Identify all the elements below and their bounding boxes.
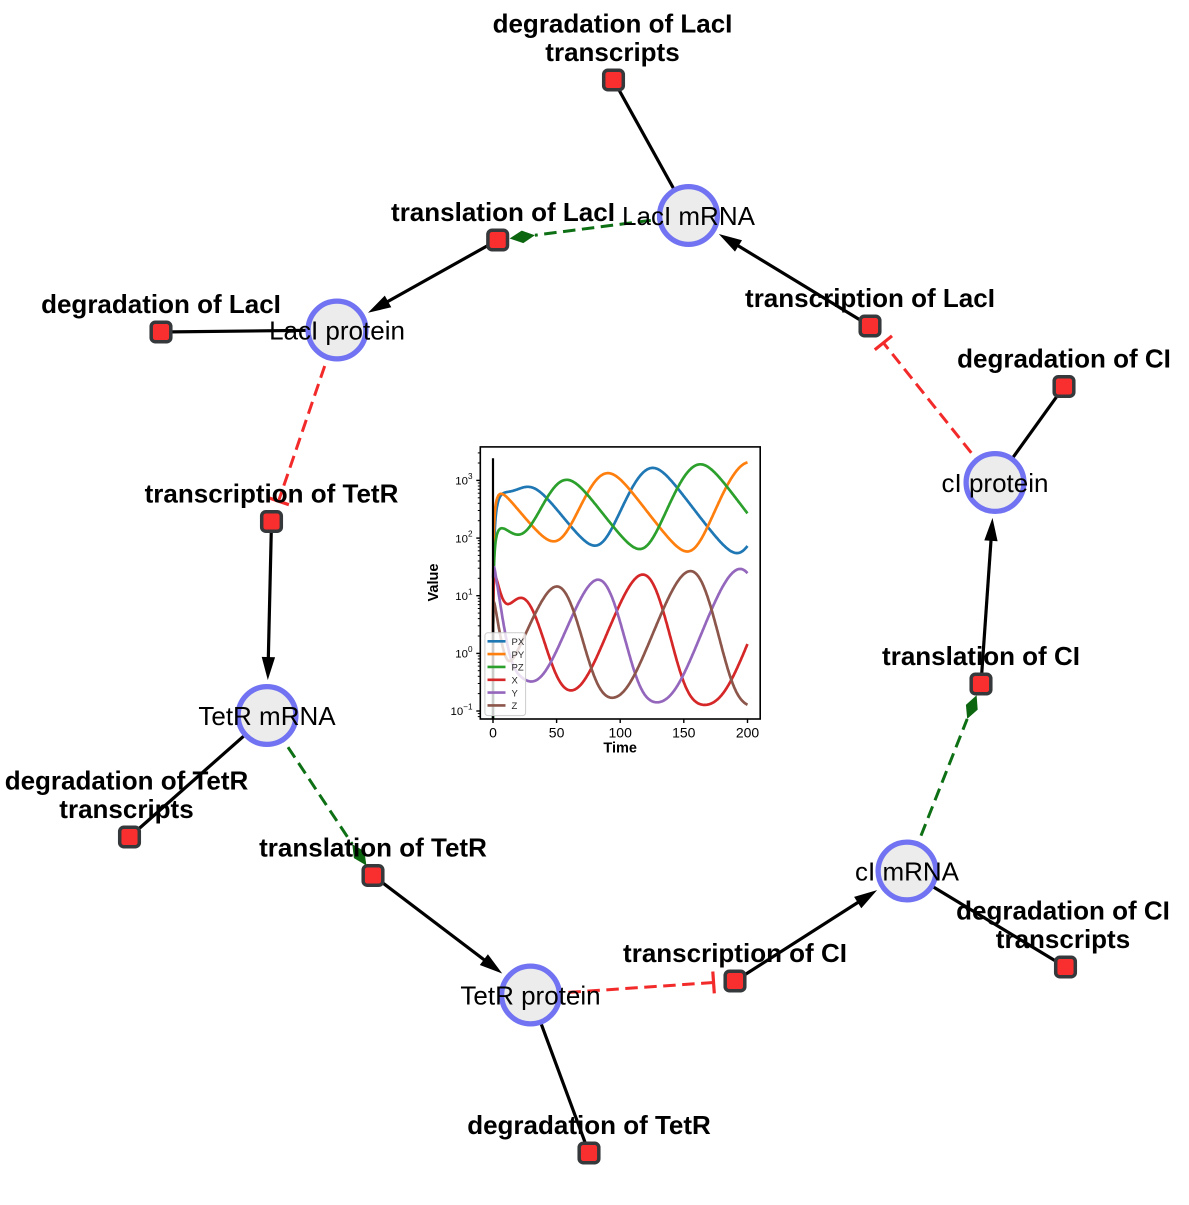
svg-text:Value: Value — [426, 564, 442, 602]
svg-text:Time: Time — [603, 741, 637, 757]
svg-text:100: 100 — [609, 724, 633, 740]
svg-text:PY: PY — [512, 650, 525, 661]
svg-text:X: X — [512, 676, 519, 687]
svg-text:200: 200 — [736, 724, 760, 740]
svg-text:transcription of CI: transcription of CI — [623, 938, 847, 968]
svg-text:transcripts: transcripts — [996, 924, 1130, 954]
svg-text:degradation of CI: degradation of CI — [956, 896, 1170, 926]
svg-text:10−1: 10−1 — [450, 703, 472, 719]
svg-text:PX: PX — [512, 637, 525, 648]
svg-text:degradation of TetR: degradation of TetR — [467, 1110, 711, 1140]
svg-text:150: 150 — [672, 724, 696, 740]
svg-text:LacI mRNA: LacI mRNA — [622, 201, 756, 231]
svg-text:degradation of TetR: degradation of TetR — [5, 766, 249, 796]
svg-text:0: 0 — [489, 724, 497, 740]
svg-text:transcription of LacI: transcription of LacI — [745, 283, 995, 313]
svg-text:102: 102 — [455, 530, 473, 546]
svg-text:degradation of LacI: degradation of LacI — [41, 289, 281, 319]
svg-text:TetR protein: TetR protein — [460, 980, 600, 1010]
svg-text:cI protein: cI protein — [942, 468, 1049, 498]
svg-text:LacI protein: LacI protein — [269, 315, 405, 345]
svg-text:Y: Y — [512, 688, 519, 699]
svg-text:PZ: PZ — [512, 663, 524, 674]
svg-text:100: 100 — [455, 645, 473, 661]
svg-text:degradation of LacI: degradation of LacI — [493, 9, 733, 39]
svg-text:Z: Z — [512, 701, 518, 712]
svg-text:101: 101 — [455, 587, 473, 603]
svg-text:transcripts: transcripts — [59, 794, 193, 824]
svg-text:TetR mRNA: TetR mRNA — [198, 701, 336, 731]
svg-text:translation of TetR: translation of TetR — [259, 833, 487, 863]
svg-text:transcripts: transcripts — [545, 37, 679, 67]
svg-text:transcription of TetR: transcription of TetR — [145, 479, 399, 509]
svg-text:translation of CI: translation of CI — [882, 641, 1080, 671]
svg-text:degradation of CI: degradation of CI — [957, 344, 1171, 374]
svg-text:cI mRNA: cI mRNA — [855, 856, 960, 886]
svg-text:translation of LacI: translation of LacI — [391, 197, 615, 227]
svg-text:50: 50 — [549, 724, 565, 740]
svg-text:103: 103 — [455, 472, 473, 488]
